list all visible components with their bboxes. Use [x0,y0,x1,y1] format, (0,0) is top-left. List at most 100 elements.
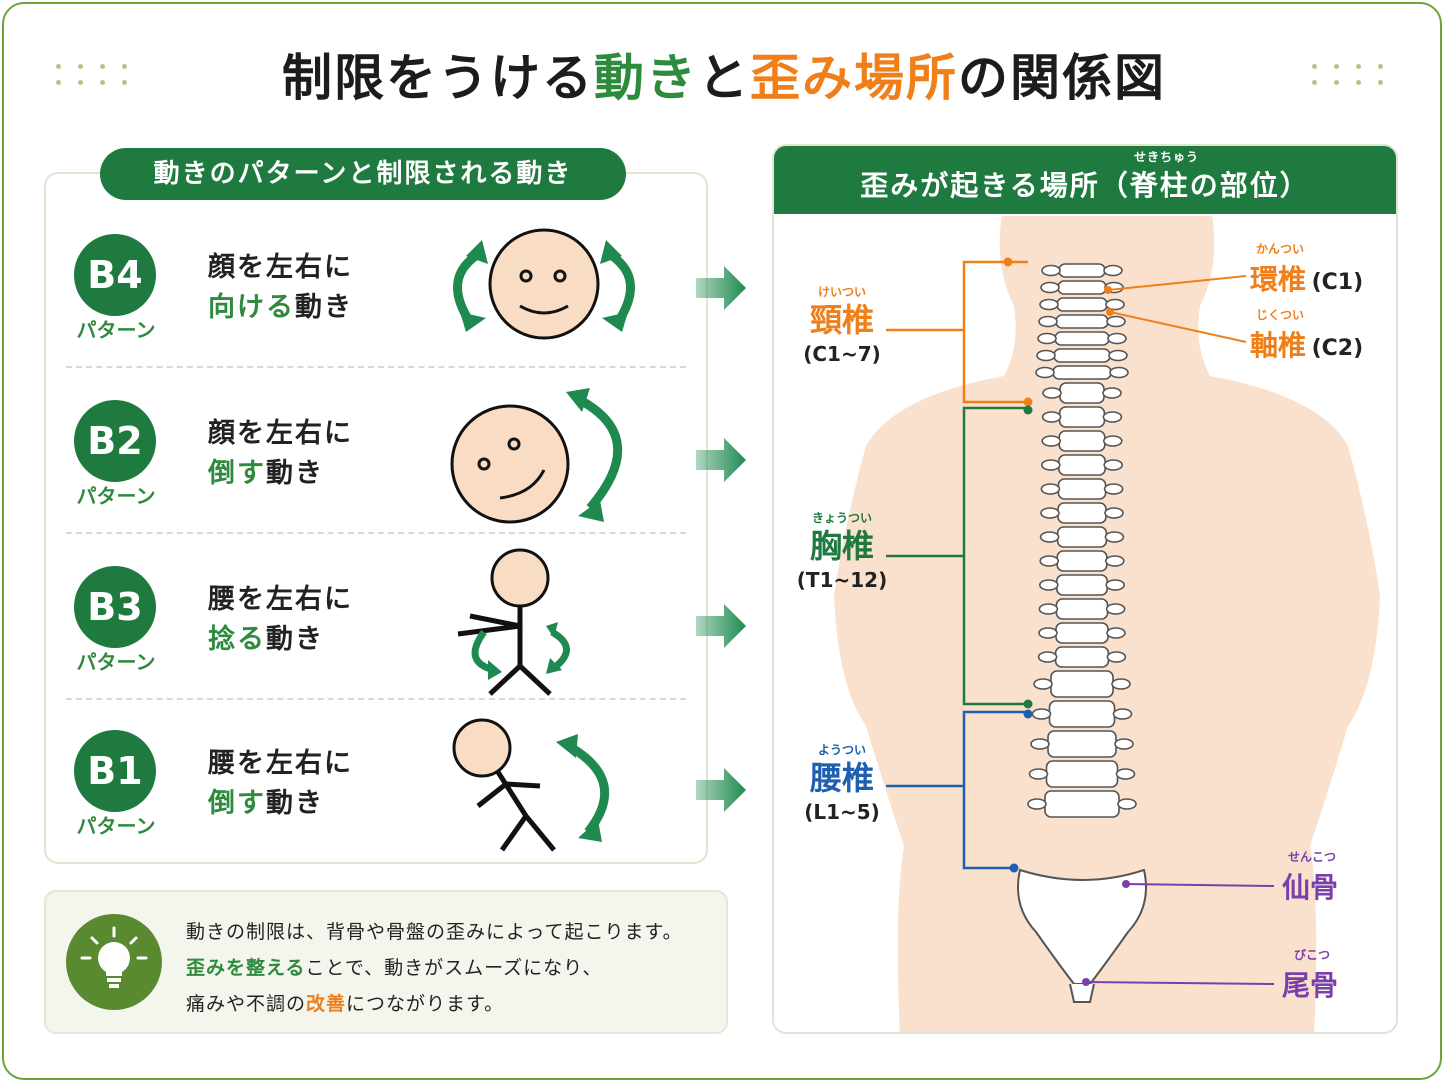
pattern-label: パターン [76,650,156,674]
furigana: じくつい [1255,308,1304,322]
spine-region-name: 仙骨 [1282,871,1339,904]
vertebra-process [1035,366,1055,379]
vertebra-process [1028,768,1049,780]
vertebra-process [1038,315,1058,328]
spine-region-name: 軸椎 [1250,329,1307,362]
lightbulb-icon [66,914,162,1010]
pattern-row-b1: B1 パターン 腰を左右に 倒す動き [44,698,708,864]
label-axis: じくつい 軸椎 (C2) [1250,308,1363,364]
vertebra [1048,700,1116,728]
vertebra [1056,550,1108,572]
desc-suffix: 動き [266,788,324,819]
pattern-label: パターン [76,484,156,508]
vertebra-process [1038,627,1058,639]
spine-region-name: 頸椎 [809,301,874,339]
tip-highlight-green: 歪みを整える [186,957,306,979]
desc-line1: 腰を左右に [208,748,353,779]
vertebra-process [1114,738,1134,750]
vertebra-process [1106,627,1126,639]
vertebra-process [1105,579,1126,591]
spine-region-range: (L1~5) [804,800,880,824]
desc-line1: 顔を左右に [208,418,353,449]
vertebra [1055,574,1108,596]
vertebra [1057,478,1107,500]
vertebra-process [1041,411,1062,423]
vertebra [1058,263,1106,278]
tip-text: 動きの制限は、背骨や骨盤の歪みによって起こります。 歪みを整えることで、動きがス… [186,914,683,1022]
vertebra-process [1102,435,1123,447]
vertebra [1058,406,1106,428]
vertebra [1056,297,1108,312]
vertebra [1057,502,1107,524]
vertebra [1047,730,1117,758]
pattern-badge: B3 [74,566,156,648]
pattern-badge: B1 [74,730,156,812]
desc-suffix: 動き [295,292,353,323]
label-lumbar: ようつい 腰椎 (L1~5) [790,742,894,826]
vertebra [1057,280,1107,295]
tip-box: 動きの制限は、背骨や骨盤の歪みによって起こります。 歪みを整えることで、動きがス… [44,890,728,1034]
spine-panel: せきちゅう 歪みが起きる場所（脊柱の部位） けいつい 頸椎 (C1~7) きょう… [772,144,1398,1034]
pattern-label: パターン [76,814,156,838]
spine-panel-header: せきちゅう 歪みが起きる場所（脊柱の部位） [774,146,1396,214]
vertebra-process [1040,459,1061,471]
row-divider [66,532,686,534]
vertebra [1055,598,1109,620]
vertebra-process [1041,435,1062,447]
arrow-right-icon [696,604,746,648]
pattern-row-b2: B2 パターン 顔を左右に 倒す動き [44,368,708,534]
spine-region-name: 環椎 [1250,263,1307,296]
spine-illustration [834,216,1380,1032]
vertebra-process [1105,603,1126,615]
desc-suffix: 動き [266,624,324,655]
furigana: びこつ [1293,948,1330,962]
desc-verb: 倒す [208,458,266,489]
vertebra [1055,314,1109,329]
tip-line3a: 痛みや不調の [186,993,307,1015]
vertebra-process [1103,483,1124,495]
vertebra [1055,622,1109,644]
desc-line1: 腰を左右に [208,584,353,615]
tip-line2: ことで、動きがスムーズになり、 [305,957,603,979]
header-furigana: せきちゅう [1134,150,1200,164]
vertebra-process [1027,798,1047,810]
spine-region-name: 尾骨 [1282,969,1339,1002]
furigana: せんこつ [1287,850,1336,864]
desc-suffix: 動き [266,458,324,489]
vertebra-process [1109,366,1129,379]
vertebra [1054,331,1110,346]
title-part4: 歪み場所 [750,49,958,107]
pattern-description: 腰を左右に 倒す動き [208,744,353,824]
vertebra-process [1115,768,1136,780]
label-thoracic: きょうつい 胸椎 (T1~12) [790,510,894,594]
vertebra-process [1040,483,1061,495]
pattern-label: パターン [76,318,156,342]
vertebra [1054,646,1110,668]
waist-twist-illustration [457,548,570,696]
vertebra-process [1037,332,1057,345]
vertebra-process [1039,555,1060,567]
tip-line3b: につながります。 [346,993,505,1015]
title-part3: と [698,49,750,107]
spine-panel-title: 歪みが起きる場所（脊柱の部位） [860,169,1310,202]
vertebra [1052,365,1112,380]
desc-line1: 顔を左右に [208,252,353,283]
vertebra-process [1042,387,1062,399]
decor-dots-left [56,64,134,92]
furigana: ようつい [817,743,866,757]
spine-region-range: (C1~7) [803,342,881,366]
tip-highlight-orange: 改善 [306,993,347,1015]
desc-verb: 捻る [208,624,266,655]
vertebra-process [1033,678,1053,690]
vertebra-process [1103,459,1124,471]
furigana: かんつい [1255,242,1304,256]
pattern-panel-header: 動きのパターンと制限される動き [100,148,626,200]
vertebra-process [1104,507,1124,519]
vertebra-process [1112,708,1133,720]
spine-region-range: (T1~12) [796,568,888,592]
pattern-row-b4: B4 パターン 顔を左右に 向ける動き [44,202,708,368]
label-cervical: けいつい 頸椎 (C1~7) [790,284,894,368]
pattern-badge: B4 [74,234,156,316]
vertebra-process [1106,651,1127,663]
vertebra-process [1040,281,1060,294]
